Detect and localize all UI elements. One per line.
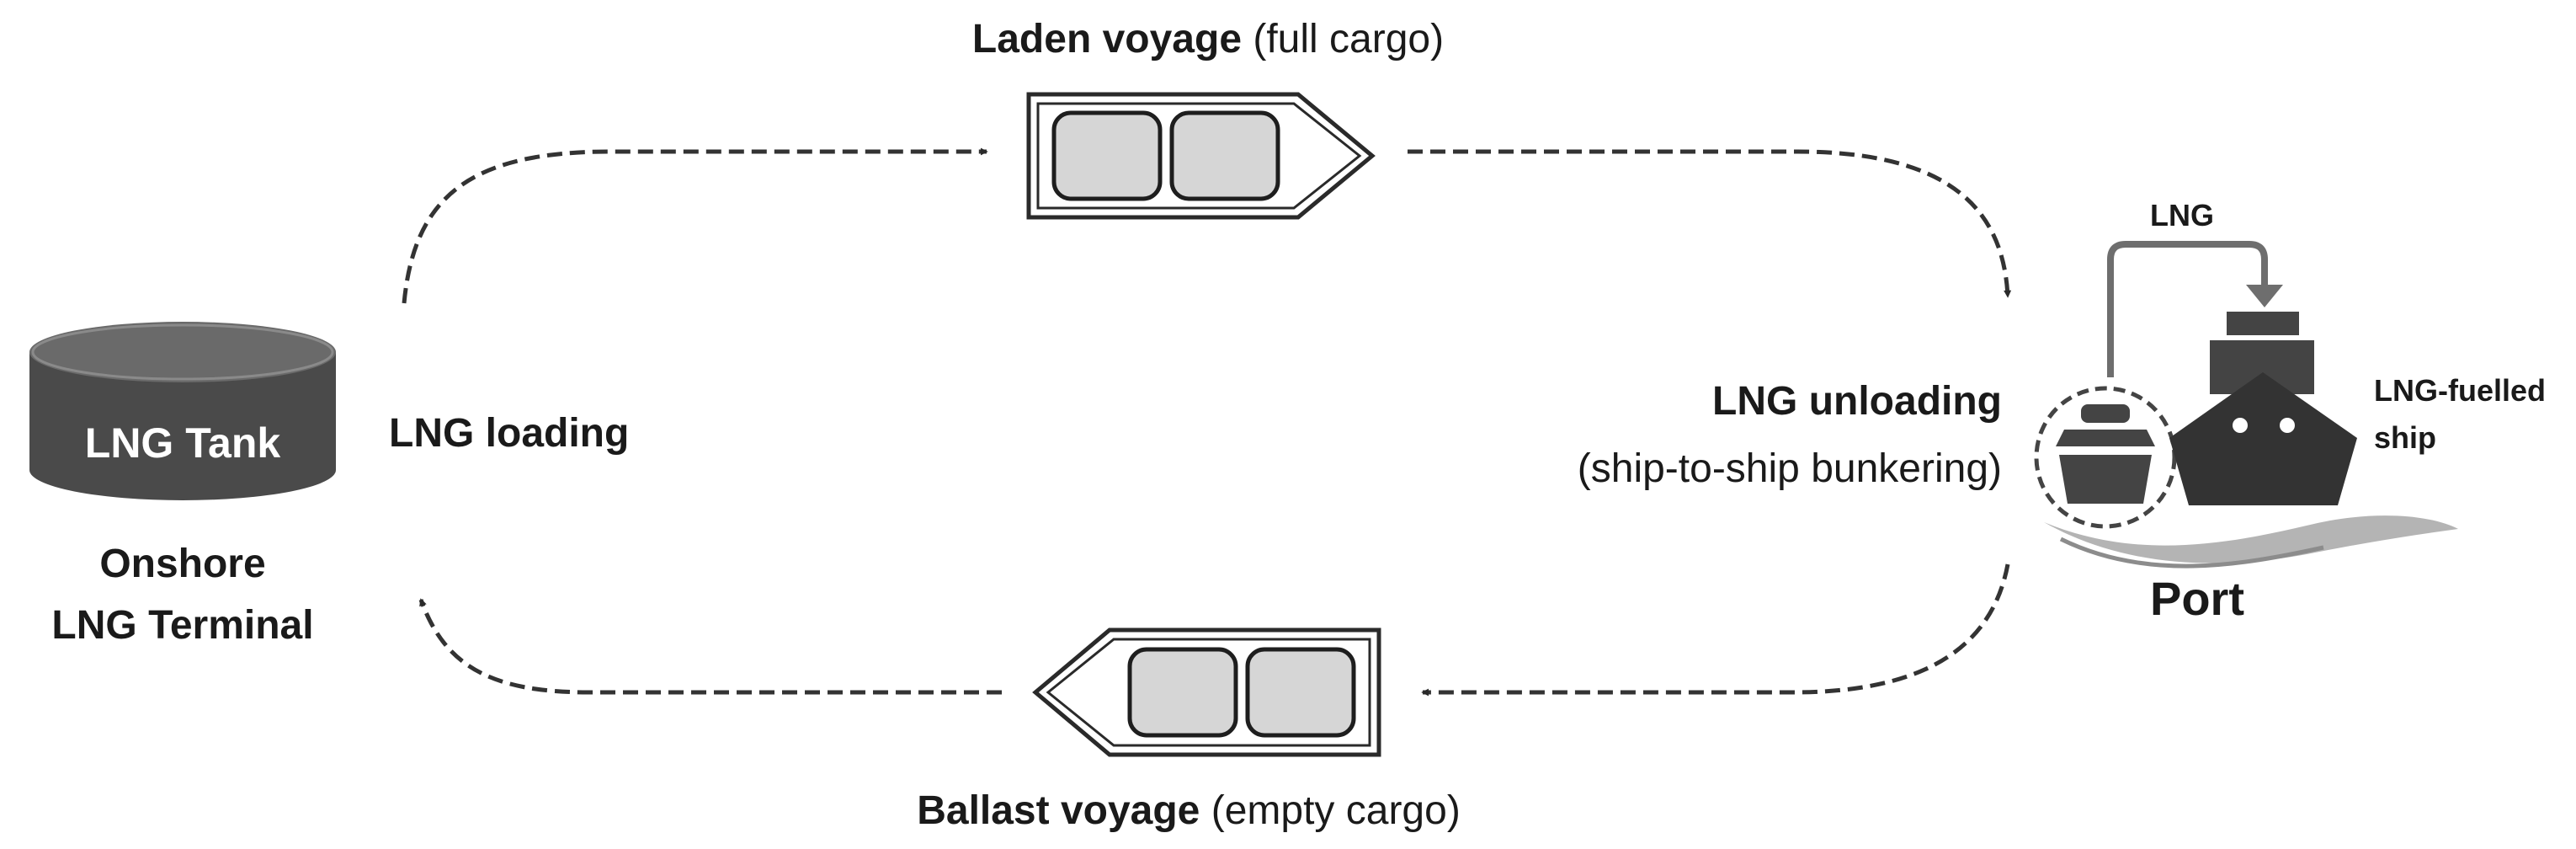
lng-tank-icon xyxy=(29,322,336,500)
unloading-to-ballast-arrow xyxy=(1421,563,2010,697)
ballast-voyage-bold: Ballast voyage xyxy=(917,788,1200,833)
wave-icon xyxy=(2044,515,2458,563)
tank-label: LNG Tank xyxy=(85,419,281,467)
wave-line-icon xyxy=(2059,537,2324,569)
lng-pipe-arrow xyxy=(2107,241,2268,377)
terminal-label-line1: Onshore xyxy=(99,542,265,586)
cargo-tank-1 xyxy=(1051,110,1163,201)
port-icon xyxy=(2034,241,2458,569)
bunker-vessel-circle xyxy=(2034,386,2177,529)
ballast-voyage-note: (empty cargo) xyxy=(1200,788,1460,833)
ballast-to-loading-arrow xyxy=(418,598,1002,695)
laden-ship-icon xyxy=(1026,92,1376,220)
laden-to-unloading-arrow xyxy=(1408,149,2012,298)
lng-fuelled-ship-icon xyxy=(2169,312,2357,505)
lng-pipe-label: LNG xyxy=(2150,198,2214,232)
lng-fuelled-ship-label-line2: ship xyxy=(2374,420,2436,455)
lng-pipe-arrowhead-icon xyxy=(2246,285,2283,307)
ballast-ship-icon xyxy=(1032,627,1381,757)
port-label: Port xyxy=(2150,572,2244,625)
lng-unloading-label: LNG unloading xyxy=(1712,379,2002,424)
cargo-tank-3 xyxy=(1127,647,1238,738)
lng-loading-label: LNG loading xyxy=(389,411,629,456)
terminal-label-line2: LNG Terminal xyxy=(51,603,313,648)
ballast-voyage-label: Ballast voyage (empty cargo) xyxy=(917,788,1461,833)
loading-to-laden-arrow xyxy=(402,147,988,304)
laden-voyage-bold: Laden voyage xyxy=(972,17,1242,61)
laden-voyage-note: (full cargo) xyxy=(1242,17,1444,61)
bunker-vessel-icon xyxy=(2056,404,2155,504)
cargo-tank-4 xyxy=(1245,647,1356,738)
cargo-tank-2 xyxy=(1169,110,1280,201)
lng-fuelled-ship-label-line1: LNG-fuelled xyxy=(2374,373,2546,408)
unloading-method-label: (ship-to-ship bunkering) xyxy=(1578,446,2002,491)
laden-voyage-label: Laden voyage (full cargo) xyxy=(972,17,1444,61)
